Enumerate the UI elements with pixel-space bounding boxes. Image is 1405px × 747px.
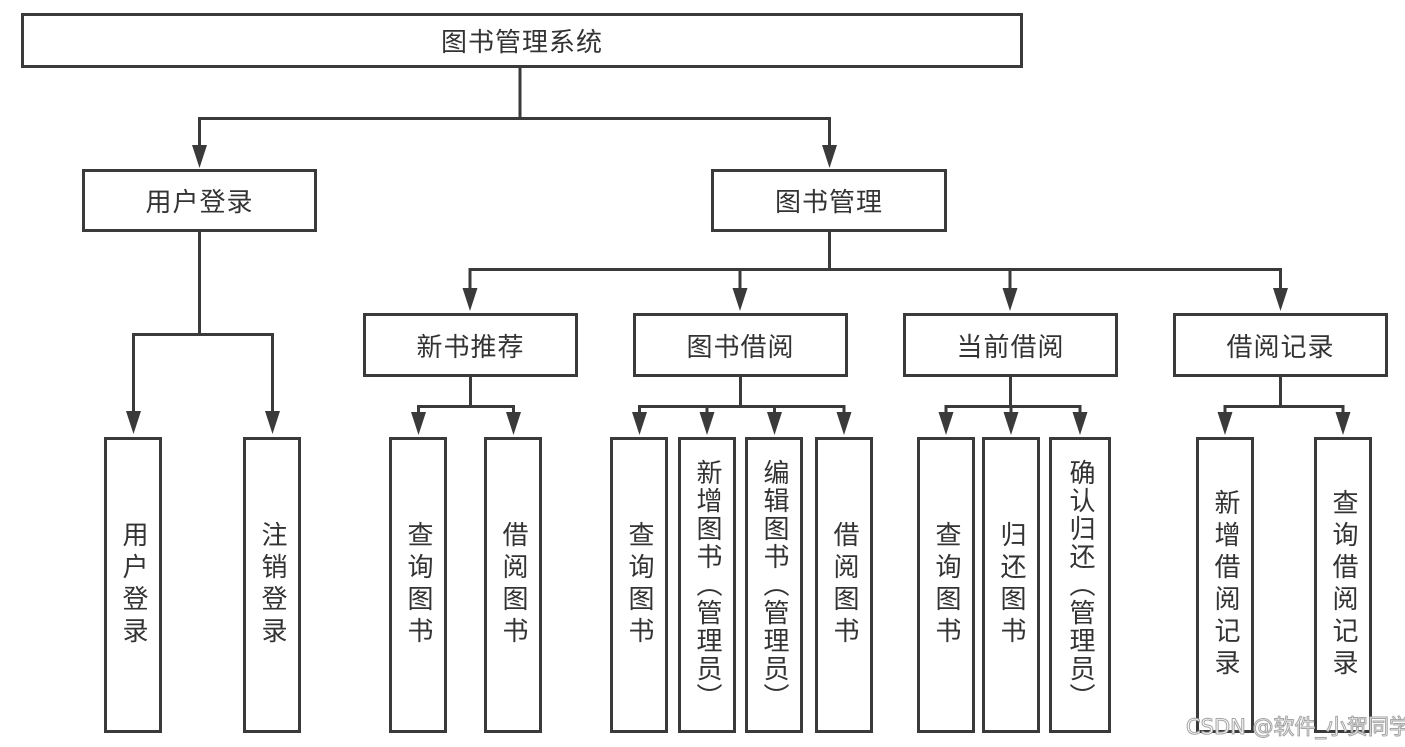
node-label: 借阅记录 bbox=[1226, 332, 1335, 363]
node-new-book-recommend: 新书推荐 bbox=[363, 313, 578, 377]
node-label: 新增借阅记录 bbox=[1210, 489, 1240, 681]
node-label: 查询图书 bbox=[931, 521, 961, 649]
node-current-borrow: 当前借阅 bbox=[903, 313, 1118, 377]
leaf-return-book: 归还图书 bbox=[982, 437, 1040, 733]
leaf-query-books-recommend: 查询图书 bbox=[389, 437, 447, 733]
leaf-user-login: 用户登录 bbox=[104, 437, 162, 733]
connector-line bbox=[132, 232, 274, 413]
node-label: 图书管理 bbox=[774, 188, 883, 218]
node-label: 用户登录 bbox=[118, 521, 148, 649]
leaf-borrow-books: 借阅图书 bbox=[815, 437, 873, 733]
node-label: 编辑图书（管理员） bbox=[759, 459, 789, 711]
leaf-borrow-books-recommend: 借阅图书 bbox=[484, 437, 542, 733]
leaf-edit-book-admin: 编辑图书（管理员） bbox=[745, 437, 803, 733]
node-label: 确认归还（管理员） bbox=[1065, 459, 1095, 711]
node-borrow-records: 借阅记录 bbox=[1173, 313, 1388, 377]
node-label: 借阅图书 bbox=[829, 521, 859, 649]
node-label: 新增图书（管理员） bbox=[692, 459, 722, 711]
node-label: 新书推荐 bbox=[416, 332, 525, 363]
leaf-confirm-return-admin: 确认归还（管理员） bbox=[1049, 437, 1111, 733]
node-label: 归还图书 bbox=[996, 521, 1026, 649]
connector-line bbox=[944, 377, 1082, 414]
node-book-borrow: 图书借阅 bbox=[633, 313, 848, 377]
csdn-watermark: CSDN @软件_小贺同学 bbox=[1185, 714, 1405, 739]
node-label: 借阅图书 bbox=[498, 521, 528, 649]
node-label: 图书管理系统 bbox=[440, 28, 603, 58]
node-label: 注销登录 bbox=[257, 521, 287, 649]
node-label: 用户登录 bbox=[145, 188, 254, 218]
node-label: 查询借阅记录 bbox=[1328, 489, 1358, 681]
connector-line bbox=[417, 377, 515, 414]
node-label: 查询图书 bbox=[624, 521, 654, 649]
node-label: 图书借阅 bbox=[686, 332, 795, 363]
node-library-management-system: 图书管理系统 bbox=[21, 13, 1023, 68]
connector-line bbox=[1223, 377, 1345, 414]
leaf-query-books-current: 查询图书 bbox=[917, 437, 975, 733]
leaf-add-borrow-record: 新增借阅记录 bbox=[1196, 437, 1254, 733]
arrowhead-down-icon bbox=[126, 145, 1351, 435]
node-user-login: 用户登录 bbox=[82, 169, 317, 232]
leaf-logout: 注销登录 bbox=[243, 437, 301, 733]
leaf-query-borrow-record: 查询借阅记录 bbox=[1314, 437, 1372, 733]
connector-line bbox=[198, 68, 831, 147]
connector-line bbox=[638, 377, 846, 414]
node-label: 查询图书 bbox=[403, 521, 433, 649]
node-book-management: 图书管理 bbox=[711, 169, 947, 232]
leaf-query-books-borrow: 查询图书 bbox=[610, 437, 668, 733]
leaf-add-book-admin: 新增图书（管理员） bbox=[678, 437, 736, 733]
connector-line bbox=[468, 232, 1282, 288]
node-label: 当前借阅 bbox=[956, 332, 1065, 363]
